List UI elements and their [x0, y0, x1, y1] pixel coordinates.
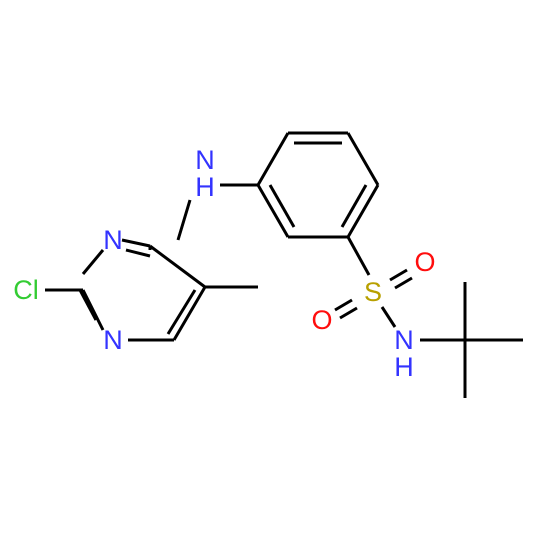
bond-s-o1-a: [389, 268, 408, 282]
bond-c2-n1: [81, 249, 105, 275]
bond-n3-c2-inner: [78, 289, 98, 321]
bond-c5-c4-inner: [166, 289, 197, 335]
pyrimidine-n3-label: N: [103, 325, 123, 355]
bond-n1-c6: [121, 238, 151, 248]
bond-s-o2-a: [334, 298, 353, 312]
bond-ph-f-inner: [268, 184, 296, 228]
bond-s-o1-b: [394, 276, 413, 290]
sulfonamide-hydrogen-label: H: [394, 352, 414, 382]
bond-ph-a: [256, 132, 290, 186]
sulfur-atom-label: S: [364, 277, 382, 307]
bond-n3-c2: [81, 289, 105, 331]
bond-ph-f: [256, 184, 290, 238]
amine-nitrogen-label: N: [195, 145, 215, 175]
bond-phenyl-s: [346, 236, 371, 276]
bond-c6-c5: [149, 244, 206, 289]
bond-ph-c: [346, 132, 380, 186]
bond-s-nh: [380, 306, 397, 328]
bond-c5-c4: [172, 286, 207, 341]
bond-n1-c6-inner: [125, 248, 151, 258]
bond-s-o2-b: [339, 306, 358, 320]
sulfonyl-oxygen-1-label: O: [414, 247, 435, 277]
amine-hydrogen-label: H: [195, 172, 215, 202]
chlorine-atom-label: Cl: [13, 275, 39, 305]
pyrimidine-n1-label: N: [103, 225, 123, 255]
sulfonyl-oxygen-2-label: O: [311, 305, 332, 335]
sulfonamide-nitrogen-label: N: [394, 325, 414, 355]
bond-ph-d-inner: [340, 184, 368, 228]
bond-ph-d: [346, 184, 380, 238]
bond-c4-nh: [176, 199, 192, 241]
